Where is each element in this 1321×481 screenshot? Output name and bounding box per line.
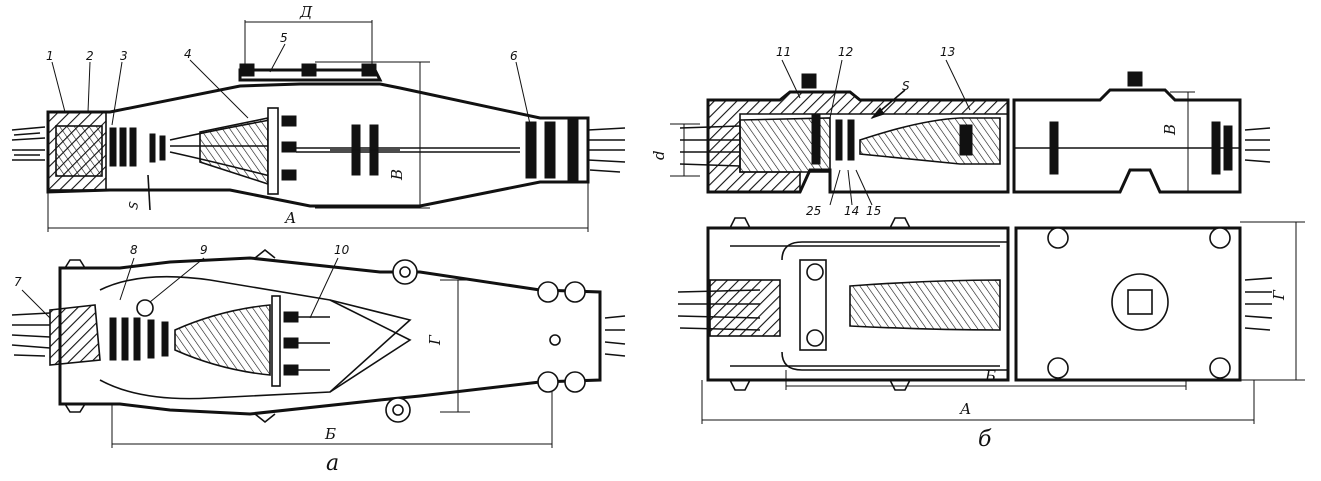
- dim-label-b-b: Б: [984, 367, 996, 385]
- svg-text:9: 9: [200, 243, 208, 257]
- callouts-b-top: 11 12 13 25 14 15: [776, 45, 971, 218]
- bolts-b: [283, 311, 330, 376]
- figure-a-sectional-view: Д В А S 1 2 3 4 5 6: [11, 3, 626, 232]
- cable-end-left-b2: [679, 125, 741, 167]
- cone-b: [174, 304, 271, 376]
- figure-a-plan-view: Г Б 7 8 9 10 а: [11, 243, 626, 476]
- bolts-row-1: [281, 115, 297, 181]
- flange: [267, 107, 279, 195]
- dim-label-g: Г: [426, 334, 444, 346]
- connector-rod: [296, 147, 520, 153]
- clamp-right: [525, 119, 579, 181]
- wall-hatch-b: [707, 91, 1009, 193]
- dim-label-s-b: S: [902, 79, 910, 93]
- svg-text:13: 13: [940, 45, 955, 59]
- clamp-b: [1049, 121, 1233, 175]
- svg-text:14: 14: [844, 204, 859, 218]
- lid: [238, 63, 383, 82]
- caption-a: а: [326, 451, 339, 476]
- svg-text:11: 11: [776, 45, 791, 59]
- svg-text:12: 12: [838, 45, 853, 59]
- svg-text:5: 5: [280, 31, 288, 45]
- sleeve-plan-outline: [58, 256, 602, 416]
- dim-label-g-b: Г: [1270, 289, 1288, 301]
- svg-text:6: 6: [510, 49, 518, 63]
- cable-end-left-b: [11, 312, 51, 357]
- cable-insulation: [55, 125, 103, 177]
- filler-b: [859, 117, 1001, 165]
- svg-text:15: 15: [866, 204, 881, 218]
- clamp-center: [330, 124, 400, 176]
- sealing-rings: [109, 127, 166, 167]
- svg-text:1: 1: [46, 49, 54, 63]
- sleeve-b-right-half: [1012, 88, 1242, 194]
- sleeve-body-outline: [46, 82, 590, 208]
- dim-label-a-b: А: [959, 400, 971, 418]
- callouts-a-bottom: 7 8 9 10: [14, 243, 350, 319]
- dim-label-v: В: [388, 169, 406, 181]
- cable-end-right-b2: [1244, 127, 1271, 163]
- rings-b: [109, 317, 169, 361]
- mount-lugs: [64, 248, 586, 424]
- figure-b-sectional-view: В d S 11 12 13 25 14 15: [650, 45, 1271, 218]
- caption-b: б: [978, 427, 992, 452]
- cable-end-left: [11, 126, 46, 161]
- dim-label-b: Б: [324, 425, 336, 443]
- cable-core-b: [739, 117, 831, 173]
- rivet-9: [136, 299, 154, 317]
- u-bolt: [781, 241, 1008, 371]
- svg-text:3: 3: [120, 49, 128, 63]
- dim-label-d: Д: [299, 3, 313, 21]
- inner-liner: [99, 275, 412, 400]
- svg-text:4: 4: [184, 47, 192, 61]
- svg-text:2: 2: [86, 49, 94, 63]
- cable-end-right: [587, 127, 626, 173]
- svg-text:25: 25: [806, 204, 821, 218]
- callouts-a-top: 1 2 3 4 5 6: [46, 31, 531, 126]
- cable-end-right-b3: [1244, 277, 1273, 331]
- end-collar-b: [49, 304, 101, 366]
- dim-label-s: S: [126, 200, 141, 210]
- threaded-nut: [709, 279, 781, 337]
- svg-text:7: 7: [14, 275, 22, 289]
- cable-core-b3: [849, 279, 1001, 331]
- cone-filler: [199, 117, 269, 186]
- svg-text:10: 10: [334, 243, 350, 257]
- svg-text:8: 8: [130, 243, 138, 257]
- dim-label-a: А: [284, 209, 296, 227]
- figure-b-plan-view: Г Б А б: [677, 217, 1305, 452]
- dim-label-v-b: В: [1161, 124, 1179, 136]
- cable-end-right-b: [604, 315, 626, 357]
- v-wedge: [329, 299, 412, 393]
- dim-label-d-b: d: [650, 150, 668, 160]
